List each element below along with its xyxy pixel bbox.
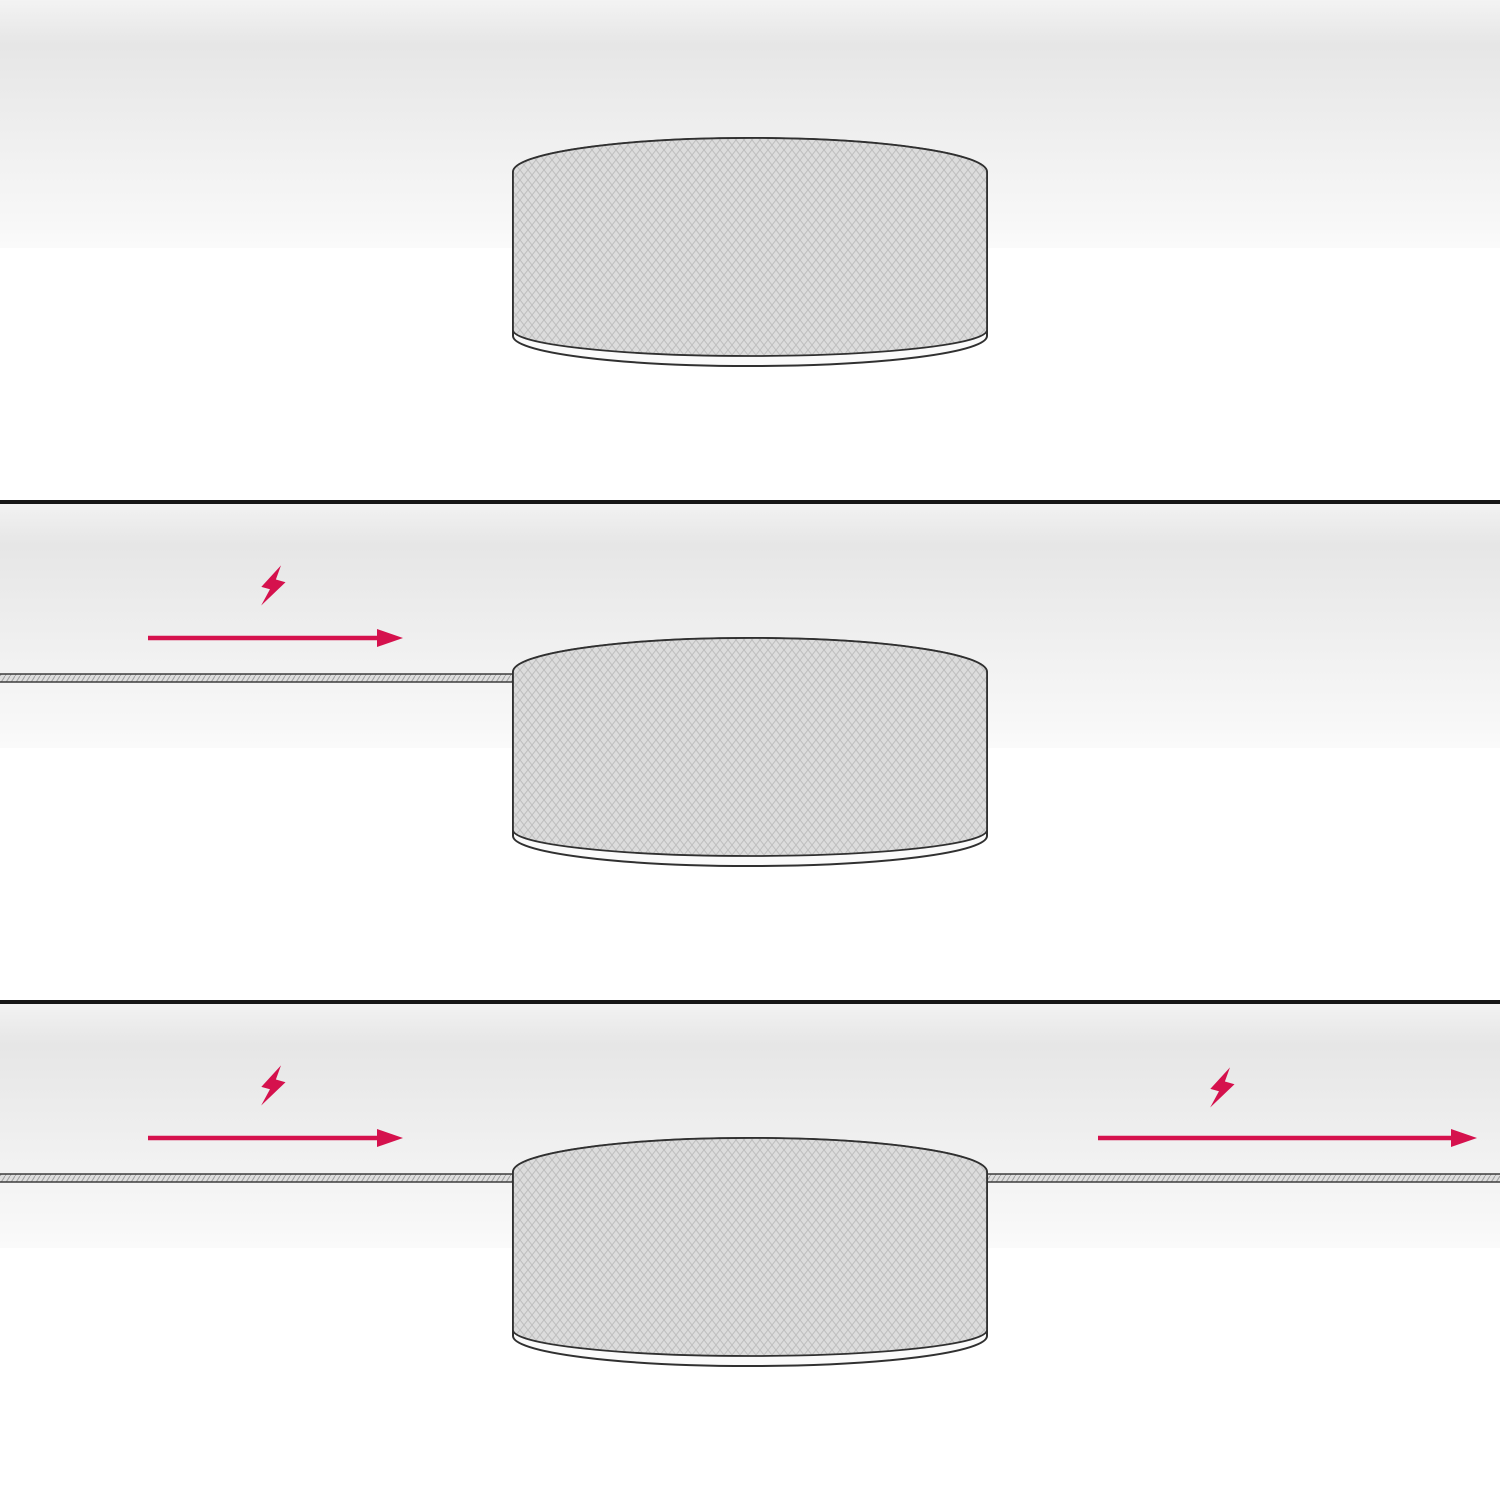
power-cable-left <box>0 673 519 683</box>
drum-lampshade <box>512 637 988 867</box>
panel-lampshade-power-through <box>0 1000 1500 1500</box>
lightning-bolt-icon <box>261 565 286 606</box>
lightning-bolt-icon <box>1210 1067 1235 1108</box>
panel-illustration <box>0 0 1500 500</box>
cable-right-strip <box>983 1173 1500 1183</box>
current-flow-right <box>1098 1067 1477 1147</box>
panel-illustration <box>0 500 1500 1000</box>
lampshade-body <box>512 1137 988 1357</box>
drum-lampshade <box>512 137 988 367</box>
lightning-bolt-icon <box>261 1065 286 1106</box>
current-flow-left <box>148 1065 403 1147</box>
cable-left-strip <box>0 1173 519 1183</box>
separator-line <box>0 1000 1500 1004</box>
direction-arrow-icon <box>148 1129 403 1147</box>
direction-arrow-icon <box>1098 1129 1477 1147</box>
panel-lampshade-power-in <box>0 500 1500 1000</box>
power-cable-left <box>0 1173 519 1183</box>
panel-illustration <box>0 1000 1500 1500</box>
lampshade-body <box>512 137 988 357</box>
lampshade-body <box>512 637 988 857</box>
power-cable-right <box>983 1173 1500 1183</box>
panel-lampshade-no-cable <box>0 0 1500 500</box>
direction-arrow-icon <box>148 629 403 647</box>
drum-lampshade <box>512 1137 988 1367</box>
current-flow-left <box>148 565 403 647</box>
separator-line <box>0 500 1500 504</box>
cable-left-strip <box>0 673 519 683</box>
